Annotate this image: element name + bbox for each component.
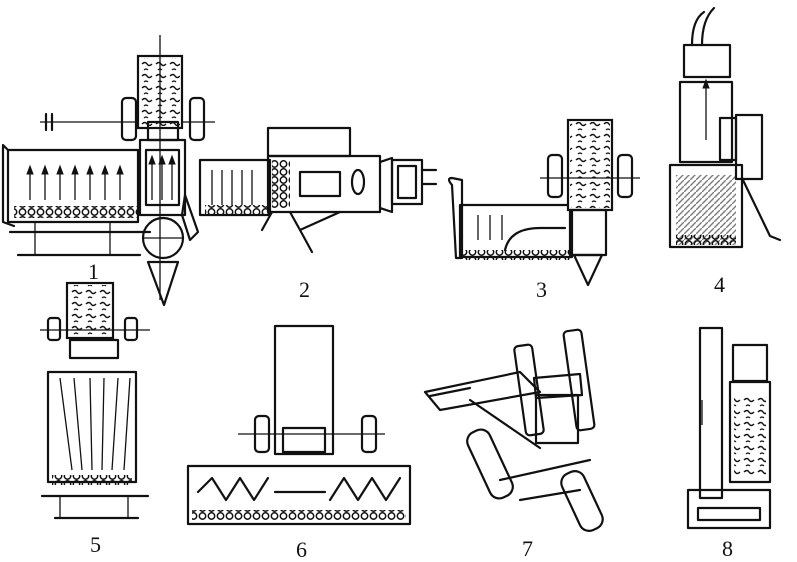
figure-label-1: 1 (88, 259, 99, 284)
wheel-icon (123, 316, 139, 342)
auger-icon (196, 476, 270, 502)
wheel-icon (120, 96, 138, 142)
figure-label-8: 8 (722, 536, 733, 561)
chain-1 (14, 206, 138, 218)
figure-label-2: 2 (299, 277, 310, 302)
header-1 (6, 148, 140, 224)
body-5 (68, 338, 120, 360)
header-3 (458, 203, 574, 259)
machine-8: 8 (686, 326, 772, 561)
wheel-icon (188, 96, 206, 142)
grain-tank-4 (734, 113, 764, 181)
track-icon (560, 470, 604, 532)
engine-2 (390, 158, 424, 206)
wheel-icon (616, 153, 634, 199)
spout-1 (146, 260, 180, 307)
auger-icon (328, 476, 402, 502)
track-icon (466, 428, 514, 500)
body-3 (568, 208, 608, 257)
exhaust-4 (690, 6, 716, 47)
cab-2 (266, 126, 352, 158)
figure-label-7: 7 (522, 536, 533, 561)
crop-stalks-icon (26, 164, 124, 200)
figure-label-4: 4 (714, 272, 725, 297)
header-7 (423, 370, 542, 412)
body-2 (266, 154, 382, 214)
machine-3: 3 (447, 118, 640, 302)
crop-stalks-icon (211, 170, 253, 205)
body-8 (728, 380, 772, 484)
divider-1 (1, 143, 16, 228)
figure-label-3: 3 (536, 277, 547, 302)
header-6 (186, 464, 412, 526)
machine-5: 5 (40, 281, 150, 557)
wheel-icon (546, 153, 564, 199)
machine-4: 4 (668, 6, 782, 297)
cab-7 (534, 393, 580, 445)
figure-label-5: 5 (90, 532, 101, 557)
engine-4 (682, 43, 732, 79)
spout-3 (572, 253, 604, 287)
machine-2: 2 (198, 126, 438, 302)
machine-1: 1 (1, 35, 215, 307)
machine-7: 7 (423, 328, 604, 561)
header-8 (686, 488, 772, 530)
divider-3 (447, 176, 464, 260)
machine-6: 6 (186, 324, 412, 562)
figure-label-6: 6 (296, 537, 307, 562)
engine-8 (731, 343, 769, 383)
header-4 (668, 163, 744, 249)
wheel-icon (46, 316, 62, 342)
column-8 (698, 326, 724, 500)
cab-6 (273, 324, 335, 456)
